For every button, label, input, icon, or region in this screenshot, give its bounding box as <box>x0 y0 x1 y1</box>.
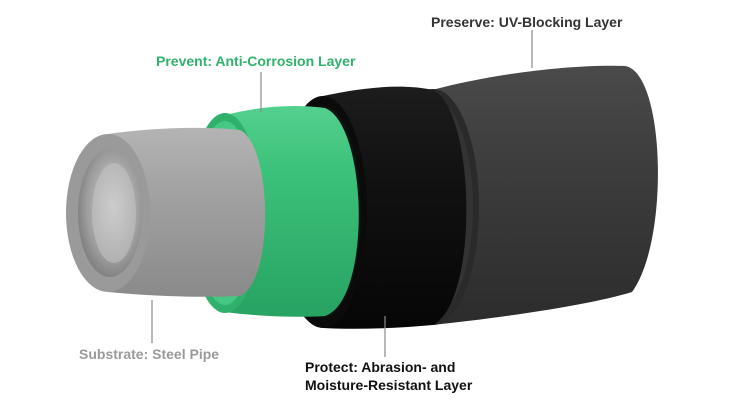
steel-pipe <box>66 127 266 297</box>
anti-corrosion-label: Prevent: Anti-Corrosion Layer <box>156 53 356 69</box>
uv-layer-label: Preserve: UV-Blocking Layer <box>431 14 623 30</box>
substrate-label: Substrate: Steel Pipe <box>79 346 220 362</box>
protect-label: Protect: Abrasion- and Moisture-Resistan… <box>305 358 472 394</box>
protect-label-line2: Moisture-Resistant Layer <box>305 377 473 393</box>
protect-label-line1: Protect: Abrasion- and <box>305 359 456 375</box>
